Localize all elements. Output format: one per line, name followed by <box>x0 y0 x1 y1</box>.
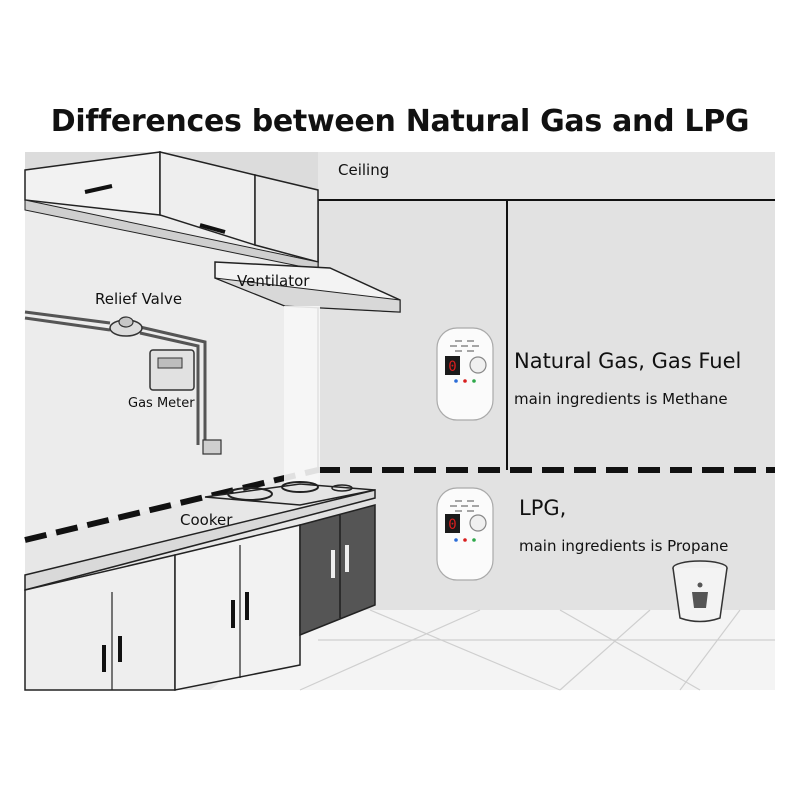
detector-display: 0 <box>448 517 456 533</box>
trash-can-icon <box>672 560 728 623</box>
floor <box>210 610 775 690</box>
label-ceiling: Ceiling <box>338 161 390 179</box>
lpg-ingredient: main ingredients is Propane <box>519 537 729 555</box>
left-dashed-line <box>24 467 319 543</box>
kitchen-cabinets <box>24 489 376 691</box>
label-relief-valve: Relief Valve <box>95 290 183 308</box>
page-title: Differences between Natural Gas and LPG <box>50 104 750 139</box>
label-gas-meter: Gas Meter <box>128 396 195 411</box>
detector-display: 0 <box>448 359 456 375</box>
floor-tiles <box>299 609 775 691</box>
label-cooker: Cooker <box>180 511 233 529</box>
gas-meter <box>149 349 222 455</box>
relief-valve <box>109 316 143 337</box>
gas-detector-lpg: 0 <box>436 487 494 581</box>
back-wall <box>318 200 775 610</box>
natural-gas-title: Natural Gas, Gas Fuel <box>514 349 742 373</box>
ventilator-hood <box>214 261 401 496</box>
natural-gas-ingredient: main ingredients is Methane <box>514 390 728 408</box>
lpg-title: LPG, <box>519 496 567 520</box>
gas-detector-natural-gas: 0 <box>436 327 494 421</box>
label-ventilator: Ventilator <box>237 272 310 290</box>
gas-pipe <box>24 310 207 445</box>
upper-cabinets <box>24 151 319 271</box>
